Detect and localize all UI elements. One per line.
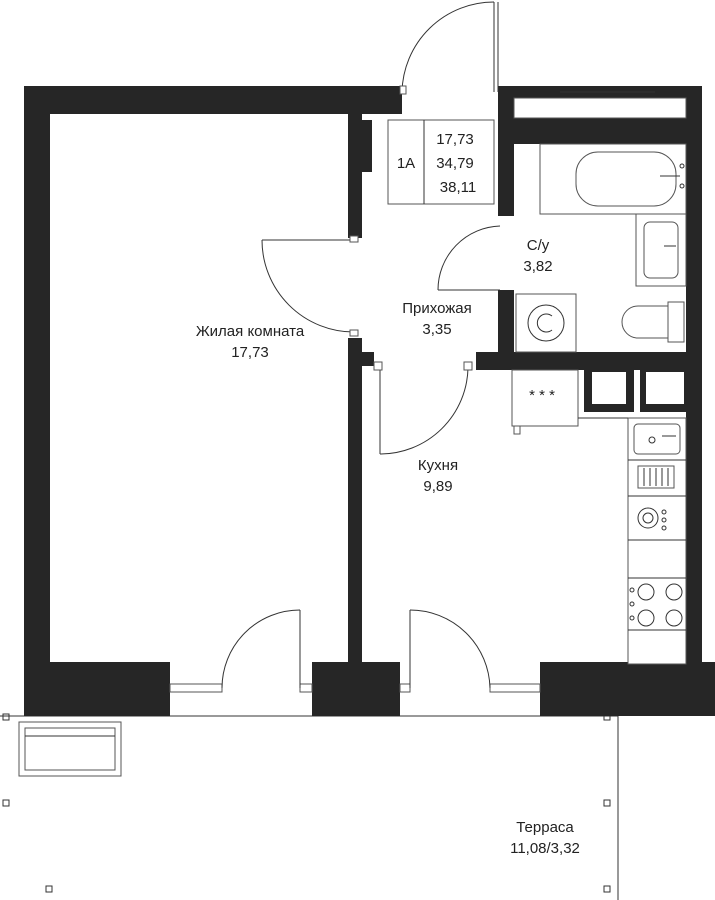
kitchen-sink — [633, 423, 681, 455]
unit-area-1: 17,73 — [436, 131, 474, 148]
terrace-door-right — [409, 609, 491, 689]
dishwasher — [637, 507, 667, 531]
washing-machine — [515, 293, 577, 353]
bathroom-door — [437, 225, 501, 291]
toilet — [621, 301, 685, 343]
unit-type: 1А — [397, 155, 415, 172]
room-name-living: Жилая комната — [196, 323, 305, 340]
room-area-living: 17,73 — [231, 344, 269, 361]
bathtub — [539, 143, 687, 215]
room-area-bathroom: 3,82 — [523, 258, 552, 275]
stove-marks: * * * — [529, 387, 555, 404]
cooktop — [629, 583, 683, 627]
fridge — [511, 369, 579, 435]
kitchen-door — [373, 361, 473, 455]
unit-area-3: 38,11 — [440, 179, 476, 196]
living-room-door — [261, 235, 359, 337]
walls — [24, 86, 715, 716]
terrace-door-left — [221, 609, 301, 689]
room-name-kitchen: Кухня — [418, 457, 458, 474]
kitchen-counter — [578, 417, 687, 665]
window — [513, 97, 687, 119]
room-name-terrace: Терраса — [516, 819, 574, 836]
room-area-terrace: 11,08/3,32 — [510, 840, 580, 857]
room-area-hallway: 3,35 — [422, 321, 451, 338]
room-name-hallway: Прихожая — [402, 300, 472, 317]
unit-area-2: 34,79 — [436, 155, 474, 172]
room-area-kitchen: 9,89 — [423, 478, 452, 495]
entrance-door — [399, 1, 499, 95]
shaft-void — [646, 372, 684, 404]
dish-drainer — [637, 465, 675, 489]
unit-info-box: 1А 17,73 34,79 38,11 — [387, 119, 495, 205]
bathroom-sink — [635, 213, 687, 287]
shaft-void — [592, 372, 626, 404]
terrace-bench — [18, 721, 122, 777]
room-name-bathroom: С/у — [527, 237, 550, 254]
